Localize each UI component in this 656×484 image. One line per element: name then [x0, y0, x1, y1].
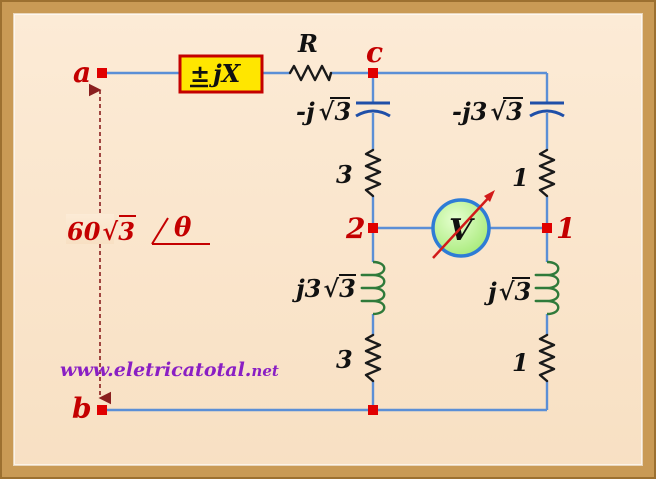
right-inductor-label: j√3 [484, 277, 531, 306]
voltmeter-needle [432, 193, 493, 259]
left-inductor-label: j3√3 [292, 274, 356, 303]
angle-symbol-slash [151, 217, 169, 245]
node-1-marker [542, 223, 552, 233]
source-box: ± jX [178, 54, 264, 94]
node-markers [97, 68, 552, 415]
left-capacitor-label: -j√3 [296, 97, 351, 126]
node-1-label: 1 [556, 212, 575, 245]
left-resistor-top-symbol [364, 148, 382, 198]
source-sign: ± [190, 59, 210, 88]
node-c-label: c [366, 36, 383, 69]
right-resistor-top-symbol [538, 148, 556, 198]
bottom-junction-marker [368, 405, 378, 415]
voltmeter-icon: V [431, 190, 495, 259]
node-c-marker [368, 68, 378, 78]
right-resistor-bottom-symbol [538, 333, 556, 383]
right-capacitor-label: -j3√3 [452, 97, 523, 126]
right-resistor-top-label: 1 [512, 163, 529, 192]
node-b-marker [97, 405, 107, 415]
right-inductor-symbol [534, 260, 560, 316]
node-2-label: 2 [345, 212, 365, 245]
resistor-R-label: R [297, 29, 318, 58]
left-resistor-bottom-symbol [364, 333, 382, 383]
source-voltage-label: 60√3 θ [66, 213, 210, 246]
node-a-label: a [73, 56, 91, 89]
right-capacitor-plate-bottom [529, 109, 565, 118]
left-capacitor-plate-bottom [355, 109, 391, 118]
source-voltage-angle: θ [174, 213, 192, 243]
voltmeter-needle-arrowhead [484, 190, 495, 202]
resistor-R-symbol [288, 64, 333, 82]
wires [103, 71, 549, 412]
diagram-background [13, 13, 643, 466]
node-2-marker [368, 223, 378, 233]
left-resistor-bottom-label: 3 [336, 345, 353, 374]
source-label: jX [209, 59, 242, 88]
left-resistor-top-label: 3 [336, 160, 353, 189]
website-watermark: www.eletricatotal.net [60, 359, 279, 381]
node-b-label: b [72, 392, 92, 425]
right-resistor-bottom-label: 1 [512, 348, 529, 377]
source-voltage-text: 60√3 [67, 217, 135, 246]
left-inductor-symbol [360, 260, 386, 316]
node-a-marker [97, 68, 107, 78]
